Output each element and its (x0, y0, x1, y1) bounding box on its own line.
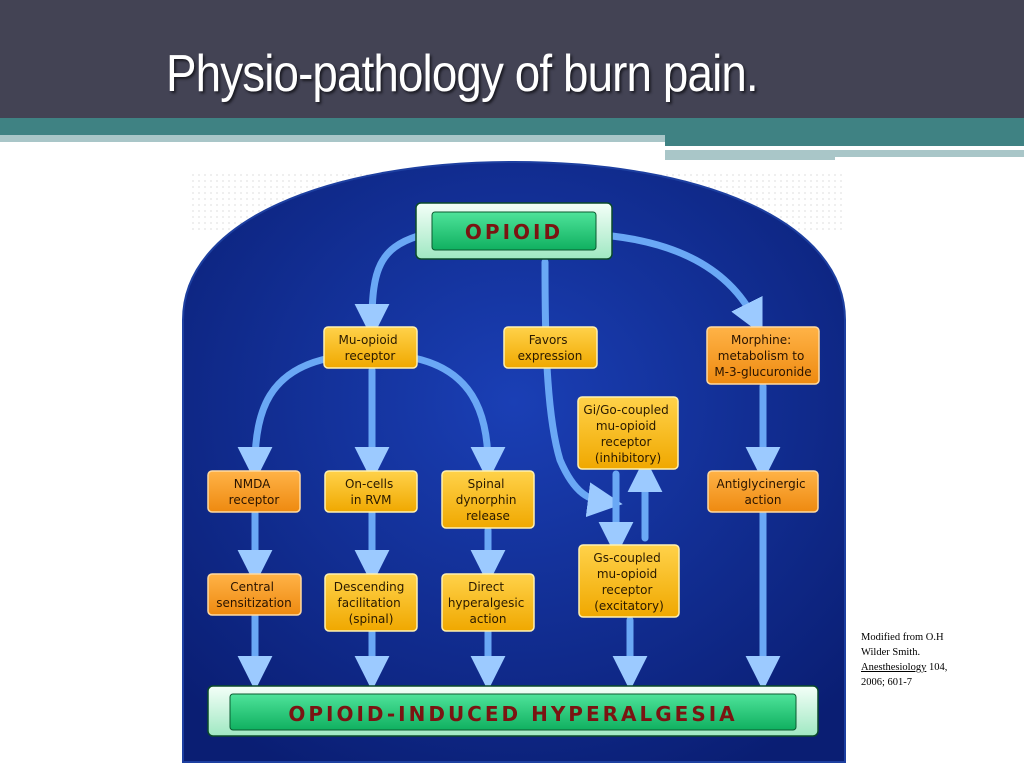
box-direct-hyperalgesic-action: Direct hyperalgesic action (441, 573, 535, 632)
arrow (541, 258, 623, 518)
box-line: action (470, 612, 507, 626)
box-gs-coupled-receptor: Gs-coupled mu-opioid receptor (excitator… (578, 544, 680, 618)
accent-stripe (665, 150, 835, 160)
box-line: Gs-coupled (593, 551, 660, 565)
box-line: (inhibitory) (595, 451, 661, 465)
accent-band (0, 118, 1024, 135)
box-line: metabolism to (718, 349, 805, 363)
box-mu-opioid-receptor: Mu-opioid receptor (323, 326, 418, 369)
accent-stripe (665, 135, 1024, 146)
box-line: Mu-opioid (339, 333, 398, 347)
box-line: sensitization (216, 596, 292, 610)
accent-stripe (0, 135, 665, 142)
box-line: receptor (602, 583, 653, 597)
svg-text:Gs-coupled mu-opioid: Gs-coupled mu-opioid receptor (excitator… (593, 551, 664, 613)
accent-stripe (665, 146, 891, 150)
arrow (608, 232, 763, 336)
citation-line: Wilder Smith. (861, 647, 921, 658)
citation-line: Modified from O.H (861, 632, 944, 643)
box-line: release (466, 509, 510, 523)
box-line: expression (518, 349, 583, 363)
box-line: NMDA (234, 477, 271, 491)
box-spinal-dynorphin: Spinal dynorphin release (441, 470, 535, 529)
box-line: hyperalgesic (448, 596, 525, 610)
box-line: mu-opioid (597, 567, 657, 581)
box-descending-facilitation: Descending facilitation (spinal) (324, 573, 418, 632)
arrow (354, 232, 422, 339)
box-line: Gi/Go-coupled (583, 403, 668, 417)
arrow (237, 354, 334, 482)
slide-title: Physio-pathology of burn pain. (166, 45, 759, 103)
box-nmda-receptor: NMDA receptor (207, 470, 301, 513)
box-line: Favors (529, 333, 568, 347)
box-line: in RVM (351, 493, 392, 507)
box-line: Central (230, 580, 274, 594)
citation-volume: 104, (926, 662, 948, 673)
hyperalgesia-label: OPIOID-INDUCED HYPERALGESIA (207, 685, 819, 737)
box-antiglycinergic-action: Antiglycinergic action (707, 470, 819, 513)
title-bar (0, 0, 1024, 118)
svg-text:Mu-opioid receptor: Mu-opioid receptor (339, 333, 402, 363)
box-on-cells-rvm: On-cells in RVM (324, 470, 418, 513)
box-line: (spinal) (349, 612, 394, 626)
box-line: dynorphin (456, 493, 517, 507)
box-line: Spinal (468, 477, 505, 491)
arrow (410, 354, 506, 482)
svg-text:Central sensitization: Central sensitization (216, 580, 292, 610)
svg-text:Spinal dynorphin r: Spinal dynorphin release (456, 477, 521, 523)
citation-line: 2006; 601-7 (861, 677, 913, 688)
box-line: On-cells (345, 477, 393, 491)
citation-journal: Anesthesiology (861, 662, 927, 673)
svg-text:Antiglycinergic action: Antiglycinergic action (717, 477, 810, 507)
arrows (237, 232, 781, 691)
box-line: Direct (468, 580, 504, 594)
box-line: (excitatory) (594, 599, 664, 613)
opioid-text: OPIOID (465, 220, 563, 244)
box-line: receptor (345, 349, 396, 363)
box-line: action (745, 493, 782, 507)
box-line: Descending (334, 580, 405, 594)
box-gi-go-coupled-receptor: Gi/Go-coupled mu-opioid receptor (inhibi… (577, 396, 679, 470)
citation-line: Anesthesiology 104, (861, 660, 1011, 675)
svg-text:On-cells in RVM: On-cells in RVM (345, 477, 397, 507)
box-line: M-3-glucuronide (714, 365, 811, 379)
box-line: mu-opioid (596, 419, 656, 433)
box-line: receptor (601, 435, 652, 449)
opioid-label: OPIOID (415, 202, 613, 260)
box-morphine-metabolism: Morphine: metabolism to M-3-glucuronide (706, 326, 820, 385)
citation: Modified from O.H Wilder Smith. Anesthes… (861, 630, 1011, 690)
accent-stripe (835, 150, 1024, 157)
svg-text:NMDA receptor: NMDA receptor (229, 477, 280, 507)
box-favors-expression: Favors expression (503, 326, 598, 369)
svg-text:Descending facilitation: Descending facilitation (spinal) (334, 580, 408, 626)
box-central-sensitization: Central sensitization (207, 573, 302, 616)
svg-text:Direct hyperalgesic: Direct hyperalgesic action (448, 580, 528, 626)
box-line: Morphine: (731, 333, 791, 347)
svg-text:Gi/Go-coupled mu-opioid: Gi/Go-coupled mu-opioid receptor (inhibi… (583, 403, 672, 465)
svg-text:Favors expression: Favors expression (518, 333, 583, 363)
hyperalgesia-text: OPIOID-INDUCED HYPERALGESIA (288, 702, 737, 726)
box-line: Antiglycinergic (717, 477, 806, 491)
box-line: facilitation (337, 596, 400, 610)
svg-text:Morphine: metabolism to: Morphine: metabolism to M-3-glucuronide (714, 333, 811, 379)
box-line: receptor (229, 493, 280, 507)
